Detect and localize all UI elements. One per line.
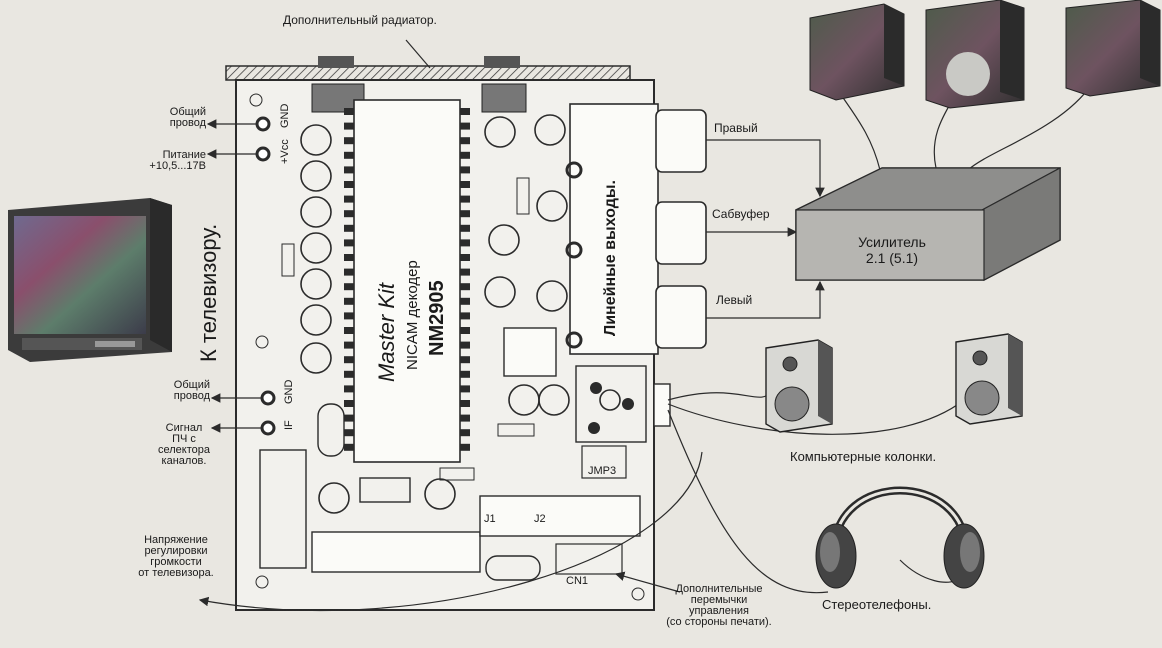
computer-speakers <box>765 333 1023 433</box>
chip-pin <box>344 341 354 349</box>
chip-pin <box>344 210 354 218</box>
computer-speaker-left-icon <box>765 339 833 433</box>
j2-label: J2 <box>534 513 546 525</box>
chip-pin <box>460 195 470 203</box>
board-decoder-label: NICAM декодер <box>404 260 421 370</box>
to-tv-label: К телевизору. <box>196 223 221 362</box>
chip-pin <box>344 195 354 203</box>
chip-pin <box>460 166 470 174</box>
chip-pin <box>460 443 470 451</box>
amplifier-box <box>795 166 1061 281</box>
power-label: Питание+10,5...17В <box>149 149 206 172</box>
j1-label: J1 <box>484 513 496 525</box>
pin-gnd-top-label: GND <box>279 103 291 128</box>
chip-pin <box>460 108 470 115</box>
computer-speaker-right-icon <box>955 333 1023 425</box>
chip-pin <box>344 385 354 393</box>
chip-pin <box>344 166 354 174</box>
chip-pin <box>344 297 354 305</box>
chip-pin <box>344 400 354 407</box>
chip-pin <box>460 385 470 393</box>
pin-gnd-bottom-label: GND <box>283 379 295 404</box>
headphones-icon <box>815 486 985 589</box>
chip-pin <box>344 122 354 130</box>
chip-pin <box>344 370 354 378</box>
chip-pin <box>460 181 470 188</box>
speaker-left-icon <box>809 3 905 101</box>
speaker-center-icon <box>925 0 1025 109</box>
chip-pin <box>460 210 470 218</box>
chip-pin <box>460 414 470 422</box>
chip-pin <box>344 239 354 247</box>
jmp3-label: JMP3 <box>588 465 617 477</box>
connector-label: CN1 <box>566 575 589 587</box>
chip-pin <box>460 341 470 349</box>
speaker-right-icon <box>1065 0 1161 97</box>
board-chip-label: NM2905 <box>426 280 448 356</box>
surround-speakers <box>809 0 1161 109</box>
chip-pin <box>460 283 470 291</box>
chip-pin <box>460 356 470 364</box>
chip-pin <box>460 268 470 276</box>
chip-pin <box>344 224 354 232</box>
board-brand-label: Master Kit <box>374 282 399 382</box>
pin-vcc-label: +Vcc <box>279 139 291 164</box>
chip-pin <box>460 400 470 407</box>
line-outputs-label: Линейные выходы. <box>602 180 619 336</box>
pcb-board <box>235 79 707 611</box>
chip-pin <box>460 370 470 378</box>
chip-pin <box>344 151 354 159</box>
chip-pin <box>344 429 354 437</box>
chip-pin <box>460 224 470 232</box>
computer-speakers-label: Компьютерные колонки. <box>790 449 937 464</box>
headphones-label: Стереотелефоны. <box>822 597 932 612</box>
chip-pin <box>460 297 470 305</box>
chip-pin <box>460 312 470 320</box>
chip-pin <box>344 254 354 261</box>
chip-pin <box>460 137 470 145</box>
chip-pin <box>344 443 354 451</box>
left-channel-label: Левый <box>716 293 753 307</box>
subwoofer-label: Сабвуфер <box>712 207 770 221</box>
radiator-bar <box>225 39 631 81</box>
chip-pin <box>344 137 354 145</box>
radiator-label: Дополнительный радиатор. <box>283 13 437 27</box>
chip-pin <box>344 356 354 364</box>
chip-pin <box>460 327 470 334</box>
chip-pin <box>344 283 354 291</box>
chip-pin <box>344 108 354 115</box>
chip-pin <box>344 414 354 422</box>
right-channel-label: Правый <box>714 121 758 135</box>
chip-pin <box>344 312 354 320</box>
chip-pin <box>344 181 354 188</box>
chip-pin <box>460 254 470 261</box>
chip-pin <box>460 151 470 159</box>
chip-pin <box>460 239 470 247</box>
pin-if-label: IF <box>283 420 295 430</box>
chip-pin <box>460 429 470 437</box>
chip-pin <box>344 327 354 334</box>
chip-pin <box>460 122 470 130</box>
chip-pin <box>344 268 354 276</box>
tv-icon <box>8 198 172 362</box>
